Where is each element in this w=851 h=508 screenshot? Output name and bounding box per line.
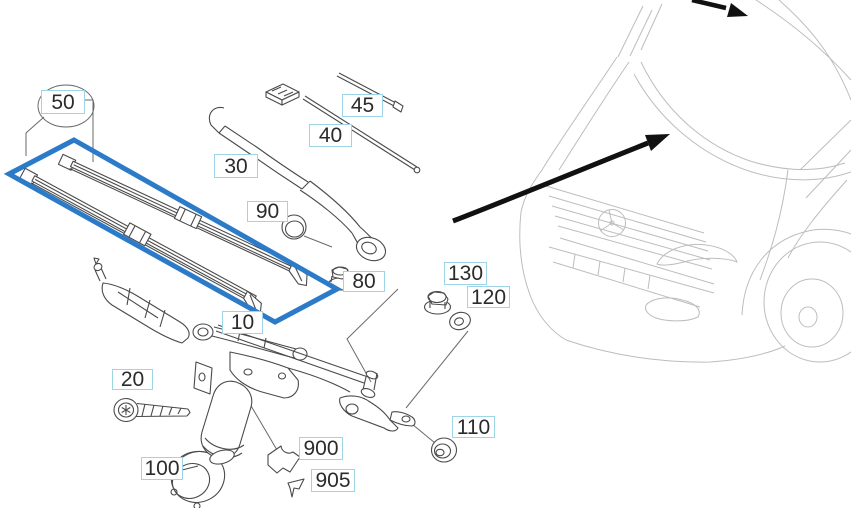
part-label-50[interactable]: 50 xyxy=(41,90,85,114)
callout-50-circle xyxy=(37,84,95,128)
wiper-blade-lower[interactable] xyxy=(17,167,269,316)
vehicle-front-sketch xyxy=(519,0,851,363)
spindle-nut[interactable] xyxy=(423,290,452,315)
part-label-120[interactable]: 120 xyxy=(467,286,510,308)
washer[interactable] xyxy=(447,310,472,333)
wiper-refill-strip[interactable] xyxy=(336,72,404,113)
pivot-grommet[interactable] xyxy=(430,437,458,463)
part-label-45[interactable]: 45 xyxy=(342,94,383,117)
wiper-blade-upper[interactable] xyxy=(55,153,314,288)
part-label-80[interactable]: 80 xyxy=(343,271,385,292)
mounting-screw[interactable] xyxy=(113,397,191,423)
part-label-905[interactable]: 905 xyxy=(311,469,355,492)
leader-lines xyxy=(25,99,469,451)
windshield-pointer-arrow xyxy=(452,134,670,224)
linkage-rod[interactable] xyxy=(265,83,421,174)
part-label-20[interactable]: 20 xyxy=(112,369,153,390)
selection-highlight-box xyxy=(3,137,343,325)
part-label-40[interactable]: 40 xyxy=(309,124,352,147)
part-label-130[interactable]: 130 xyxy=(444,262,487,285)
part-label-10[interactable]: 10 xyxy=(222,311,263,334)
part-label-90[interactable]: 90 xyxy=(247,201,288,222)
part-label-100[interactable]: 100 xyxy=(141,457,183,480)
spindle-cap[interactable] xyxy=(281,214,307,240)
part-label-900[interactable]: 900 xyxy=(299,437,343,460)
wiper-linkage-assembly[interactable] xyxy=(93,257,416,467)
part-label-110[interactable]: 110 xyxy=(452,416,495,438)
top-direction-arrow xyxy=(691,0,748,17)
connector-piece[interactable] xyxy=(267,445,301,474)
part-label-30[interactable]: 30 xyxy=(214,154,258,178)
brand-star-icon xyxy=(598,209,626,237)
wiper-arm[interactable] xyxy=(208,106,389,264)
connector-pin[interactable] xyxy=(287,478,305,498)
